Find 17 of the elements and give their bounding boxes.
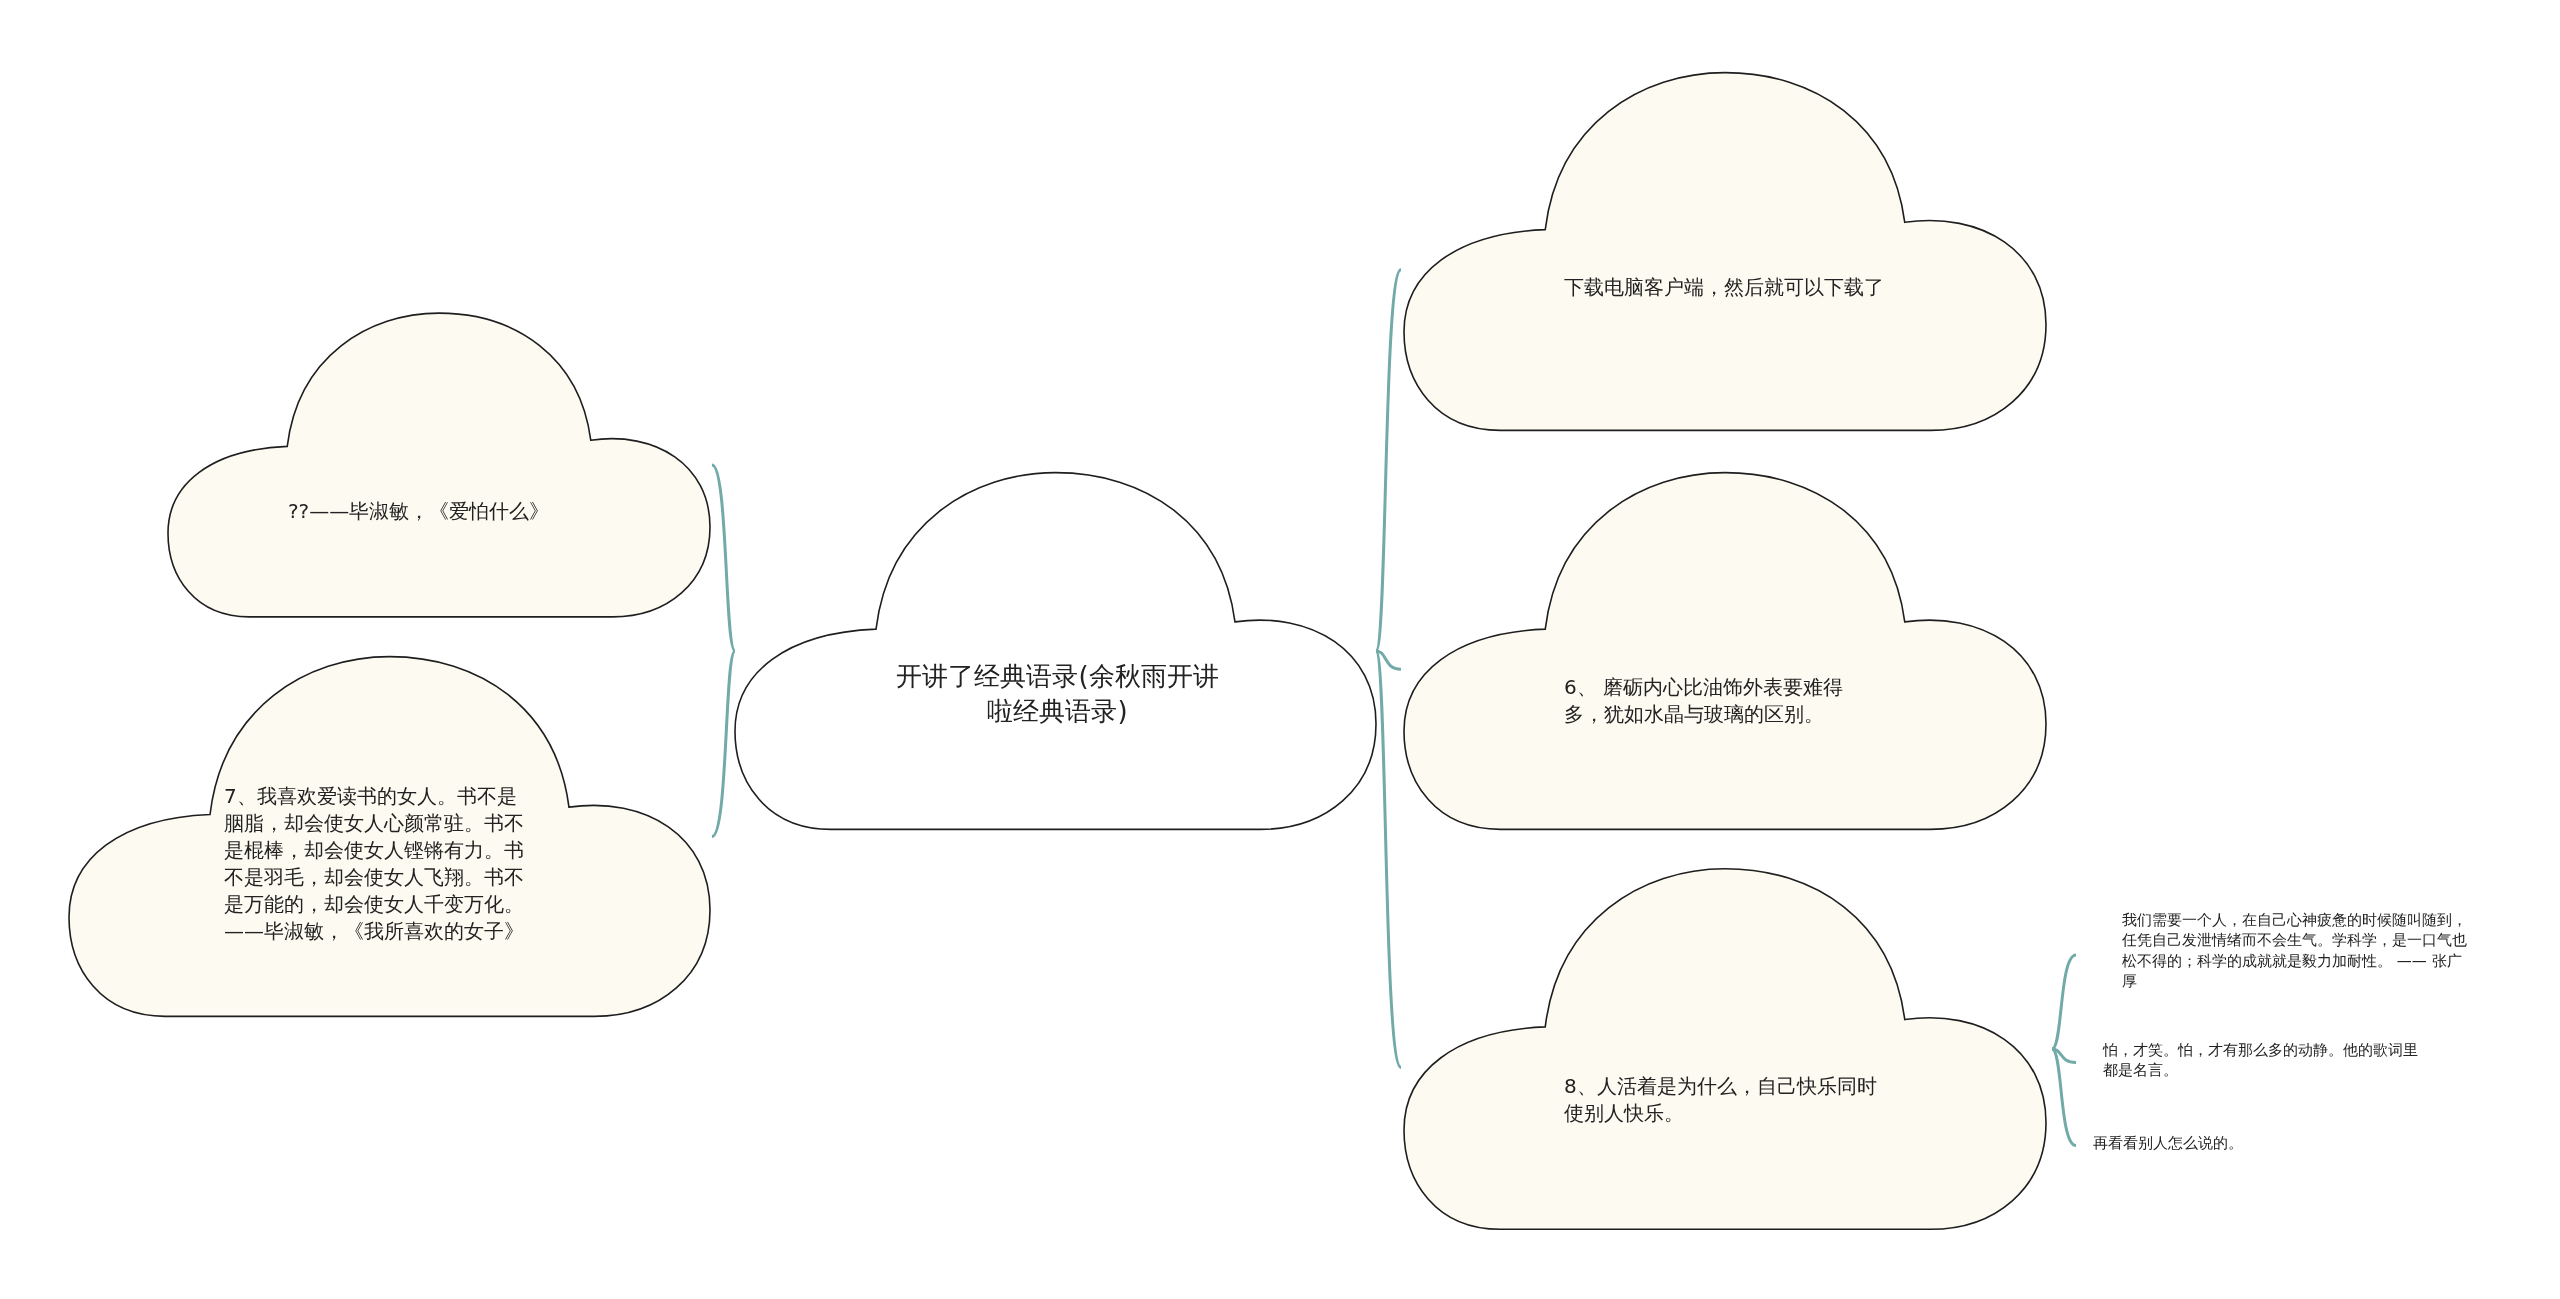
connector (1375, 649, 1402, 671)
connector (710, 463, 737, 652)
node-text: 下载电脑客户端，然后就可以下载了 (1564, 274, 1885, 301)
note-text: 怕，才笑。怕，才有那么多的动静。他的歌词里都是名言。 (2103, 1040, 2419, 1081)
connector (2051, 1047, 2077, 1064)
node-text: 6、 磨砺内心比油饰外表要难得多，犹如水晶与玻璃的区别。 (1564, 674, 1845, 728)
node-text: 7、我喜欢爱读书的女人。书不是胭脂，却会使女人心颜常驻。书不是棍棒，却会使女人铿锵有力。书不是羽毛，却会使女人飞翔。书不是万能的，却会使女人千变万化。——毕淑敏，《我所喜欢的女子》 (224, 783, 525, 945)
note-text: 我们需要一个人，在自己心神疲惫的时候随叫随到，任凭自己发泄情绪而不会生气。学科学，是一口气也松不得的；科学的成就就是毅力加耐性。 —— 张广厚 (2122, 910, 2467, 991)
connector (2051, 1047, 2077, 1147)
node-text: 8、人活着是为什么，自己快乐同时使别人快乐。 (1564, 1073, 1878, 1127)
connector (710, 650, 737, 838)
note-text: 再看看别人怎么说的。 (2093, 1133, 2244, 1154)
node-text: ??——毕淑敏，《爱怕什么》 (288, 498, 551, 525)
connector (1374, 269, 1403, 652)
node-text: 开讲了经典语录(余秋雨开讲啦经典语录) (895, 660, 1220, 729)
connector (2051, 953, 2077, 1051)
connector (1374, 650, 1403, 1069)
